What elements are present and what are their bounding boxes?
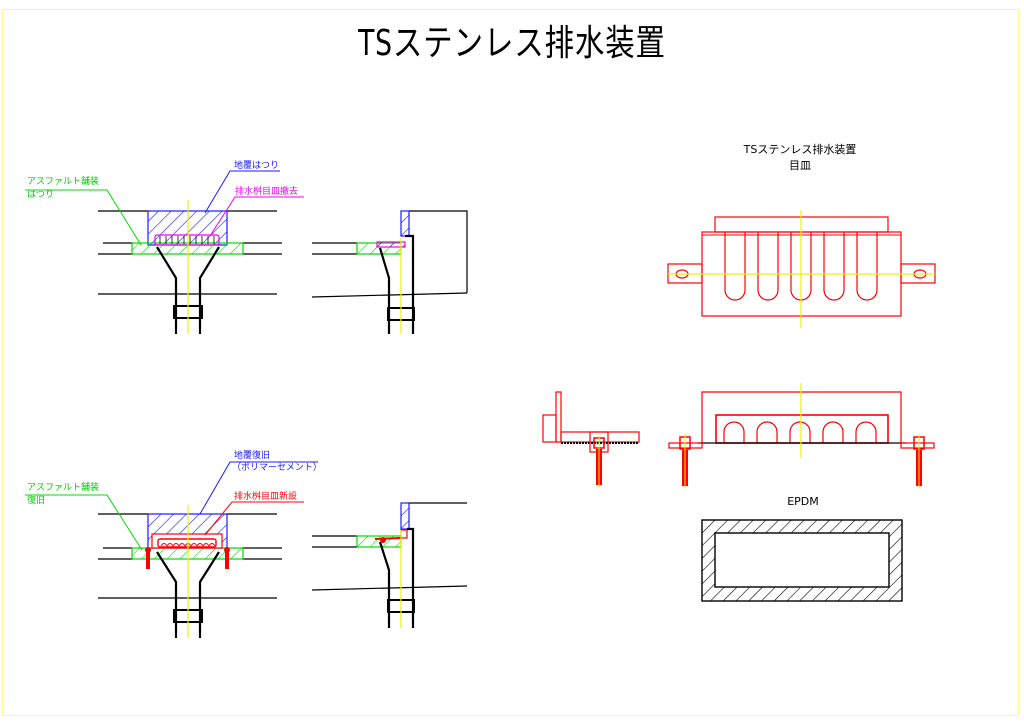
grate-slots bbox=[159, 236, 215, 244]
anchor-bolt-left bbox=[679, 434, 691, 488]
product-side-view bbox=[542, 391, 640, 488]
removal-section-drawing: アスファルト舗装 はつり 地覆はつり 排水桝目皿撤去 bbox=[25, 159, 304, 334]
label-asphalt-restoration-1: アスファルト舗装 bbox=[27, 481, 99, 493]
grate-slot bbox=[823, 232, 845, 301]
grate-removed bbox=[154, 234, 220, 246]
grate-arch bbox=[855, 421, 877, 443]
page-title: TSステンレス排水装置 bbox=[358, 23, 666, 64]
anchor-bolt-left bbox=[145, 547, 151, 569]
grate-arch bbox=[756, 421, 778, 443]
grate-slot bbox=[856, 232, 878, 301]
base-removal-area bbox=[400, 210, 410, 237]
grate-slot bbox=[724, 232, 746, 301]
label-base-removal: 地覆はつり bbox=[234, 159, 279, 171]
new-grate bbox=[157, 538, 217, 548]
gasket-section: EPDM bbox=[701, 495, 903, 602]
label-grate-new: 排水桝目皿新設 bbox=[234, 490, 297, 502]
grate-arch bbox=[723, 421, 745, 443]
grate-arches bbox=[723, 421, 877, 443]
drain-funnel bbox=[156, 246, 220, 334]
product-elevation-view bbox=[668, 383, 935, 488]
anchor-bolt bbox=[593, 436, 605, 488]
label-asphalt-removal-2: はつり bbox=[27, 189, 54, 200]
product-plan-view: TSステンレス排水装置 目皿 bbox=[667, 142, 936, 328]
label-asphalt-restoration-2: 復旧 bbox=[27, 494, 45, 506]
leader-grate bbox=[209, 196, 304, 237]
anchor-bolt-right bbox=[224, 547, 230, 569]
leader-base bbox=[204, 170, 280, 214]
grate-slot bbox=[757, 232, 779, 301]
gasket-label: EPDM bbox=[787, 495, 819, 508]
grate-removed bbox=[376, 241, 406, 248]
label-asphalt-removal-1: アスファルト舗装 bbox=[27, 175, 99, 187]
anchor-bolt-right bbox=[913, 434, 925, 488]
restoration-section-drawing: アスファルト舗装 復旧 地覆復旧 （ポリマーセメント） 排水桝目皿新設 bbox=[25, 449, 322, 638]
removal-side-section bbox=[311, 210, 468, 334]
flange-right bbox=[900, 442, 935, 449]
grate-arch bbox=[822, 421, 844, 443]
leader-asphalt bbox=[25, 189, 142, 246]
label-base-restoration-2: （ポリマーセメント） bbox=[232, 462, 322, 473]
restoration-side-section bbox=[311, 502, 468, 628]
grate-arch bbox=[789, 421, 811, 443]
new-grate-outer bbox=[151, 533, 223, 549]
product-subtitle: 目皿 bbox=[789, 159, 811, 172]
label-base-restoration-1: 地覆復旧 bbox=[234, 449, 270, 461]
drawing-frame bbox=[2, 9, 1019, 716]
product-title: TSステンレス排水装置 bbox=[743, 142, 857, 156]
label-grate-removal: 排水桝目皿撤去 bbox=[235, 185, 298, 197]
